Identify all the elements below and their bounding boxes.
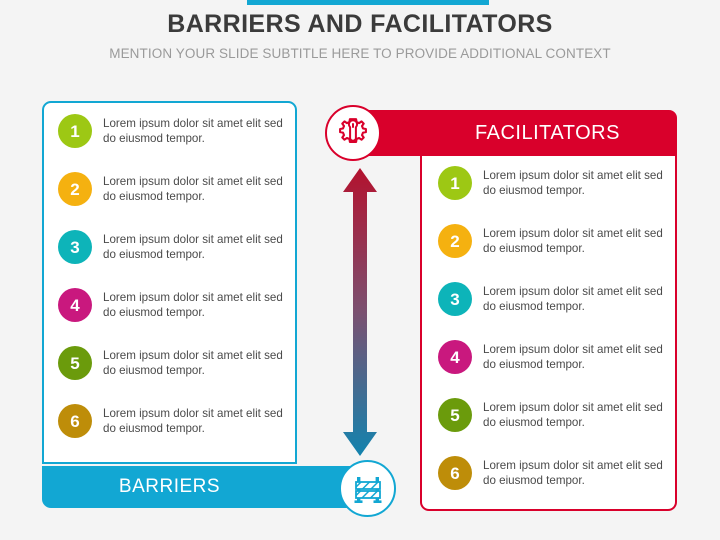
barriers-number-badge: 4 <box>58 288 92 322</box>
barriers-item[interactable]: 3 Lorem ipsum dolor sit amet elit sed do … <box>58 230 287 264</box>
barriers-number-badge: 5 <box>58 346 92 380</box>
facilitators-number-badge: 5 <box>438 398 472 432</box>
facilitators-item-text: Lorem ipsum dolor sit amet elit sed do e… <box>483 342 663 371</box>
barriers-number-badge: 1 <box>58 114 92 148</box>
facilitators-item[interactable]: 5 Lorem ipsum dolor sit amet elit sed do … <box>438 398 667 432</box>
facilitators-item-text: Lorem ipsum dolor sit amet elit sed do e… <box>483 226 663 255</box>
barriers-number-badge: 3 <box>58 230 92 264</box>
barriers-footer-bar[interactable]: BARRIERS <box>42 466 355 508</box>
facilitators-item-text: Lorem ipsum dolor sit amet elit sed do e… <box>483 400 663 429</box>
facilitators-number-badge: 3 <box>438 282 472 316</box>
top-accent-bar <box>247 0 489 5</box>
gear-wrench-icon <box>325 105 381 161</box>
facilitators-item[interactable]: 1 Lorem ipsum dolor sit amet elit sed do … <box>438 166 667 200</box>
facilitators-number-badge: 1 <box>438 166 472 200</box>
facilitators-label: FACILITATORS <box>475 122 620 144</box>
facilitators-item[interactable]: 2 Lorem ipsum dolor sit amet elit sed do … <box>438 224 667 258</box>
facilitators-number-badge: 6 <box>438 456 472 490</box>
facilitators-item[interactable]: 6 Lorem ipsum dolor sit amet elit sed do … <box>438 456 667 490</box>
facilitators-item-text: Lorem ipsum dolor sit amet elit sed do e… <box>483 458 663 487</box>
facilitators-item-text: Lorem ipsum dolor sit amet elit sed do e… <box>483 284 663 313</box>
barriers-item[interactable]: 2 Lorem ipsum dolor sit amet elit sed do … <box>58 172 287 206</box>
facilitators-number-badge: 4 <box>438 340 472 374</box>
barriers-item-text: Lorem ipsum dolor sit amet elit sed do e… <box>103 406 283 435</box>
barriers-item-text: Lorem ipsum dolor sit amet elit sed do e… <box>103 348 283 377</box>
double-headed-arrow-icon <box>337 166 383 458</box>
facilitators-item-text: Lorem ipsum dolor sit amet elit sed do e… <box>483 168 663 197</box>
barriers-item[interactable]: 6 Lorem ipsum dolor sit amet elit sed do … <box>58 404 287 438</box>
barriers-item[interactable]: 5 Lorem ipsum dolor sit amet elit sed do … <box>58 346 287 380</box>
road-barricade-icon <box>339 460 396 517</box>
facilitators-number-badge: 2 <box>438 224 472 258</box>
barriers-number-badge: 2 <box>58 172 92 206</box>
barriers-item-text: Lorem ipsum dolor sit amet elit sed do e… <box>103 116 283 145</box>
barriers-item-text: Lorem ipsum dolor sit amet elit sed do e… <box>103 232 283 261</box>
facilitators-header-bar[interactable]: FACILITATORS <box>352 110 677 156</box>
facilitators-item[interactable]: 3 Lorem ipsum dolor sit amet elit sed do … <box>438 282 667 316</box>
barriers-item-text: Lorem ipsum dolor sit amet elit sed do e… <box>103 174 283 203</box>
page-title: BARRIERS AND FACILITATORS <box>167 10 553 38</box>
page-subtitle: MENTION YOUR SLIDE SUBTITLE HERE TO PROV… <box>109 46 611 61</box>
barriers-item[interactable]: 1 Lorem ipsum dolor sit amet elit sed do … <box>58 114 287 148</box>
barriers-number-badge: 6 <box>58 404 92 438</box>
barriers-item[interactable]: 4 Lorem ipsum dolor sit amet elit sed do … <box>58 288 287 322</box>
barriers-item-text: Lorem ipsum dolor sit amet elit sed do e… <box>103 290 283 319</box>
barriers-label: BARRIERS <box>118 476 221 497</box>
facilitators-item[interactable]: 4 Lorem ipsum dolor sit amet elit sed do … <box>438 340 667 374</box>
